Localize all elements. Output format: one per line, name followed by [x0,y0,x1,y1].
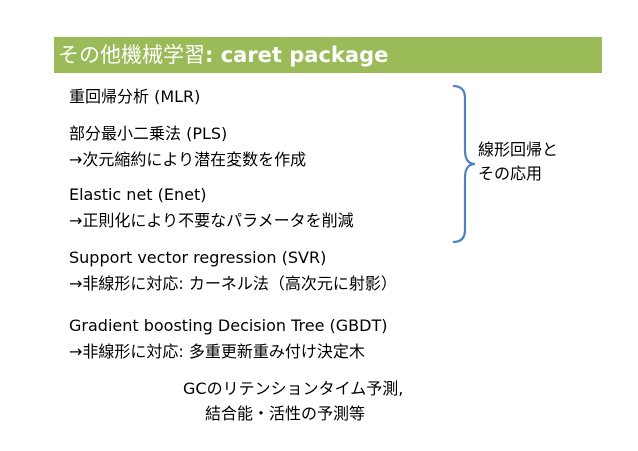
footer-line2: 結合能・活性の予測等 [205,404,366,423]
title-sub: : caret package [205,43,389,67]
item-gbdt-detail: →非線形に対応: 多重更新重み付け決定木 [69,342,365,361]
footer-line1: GCのリテンションタイム予測, [183,379,404,398]
item-enet-detail: →正則化により不要なパラメータを削減 [69,211,354,230]
bracket-note-line2: その応用 [478,164,543,183]
item-gbdt: Gradient boosting Decision Tree (GBDT) [69,316,388,335]
item-svr-detail: →非線形に対応: カーネル法（高次元に射影） [69,274,397,293]
item-pls: 部分最小二乗法 (PLS) [69,124,228,143]
bracket-note-line1: 線形回帰と [478,140,559,159]
title-main: その他機械学習 [58,43,205,67]
slide-title: その他機械学習: caret package [58,40,388,70]
title-bar [54,37,602,73]
item-mlr: 重回帰分析 (MLR) [69,87,201,106]
right-brace-icon [452,84,476,244]
item-svr: Support vector regression (SVR) [69,248,327,267]
item-pls-detail: →次元縮約により潜在変数を作成 [69,150,307,169]
item-enet: Elastic net (Enet) [69,185,207,204]
